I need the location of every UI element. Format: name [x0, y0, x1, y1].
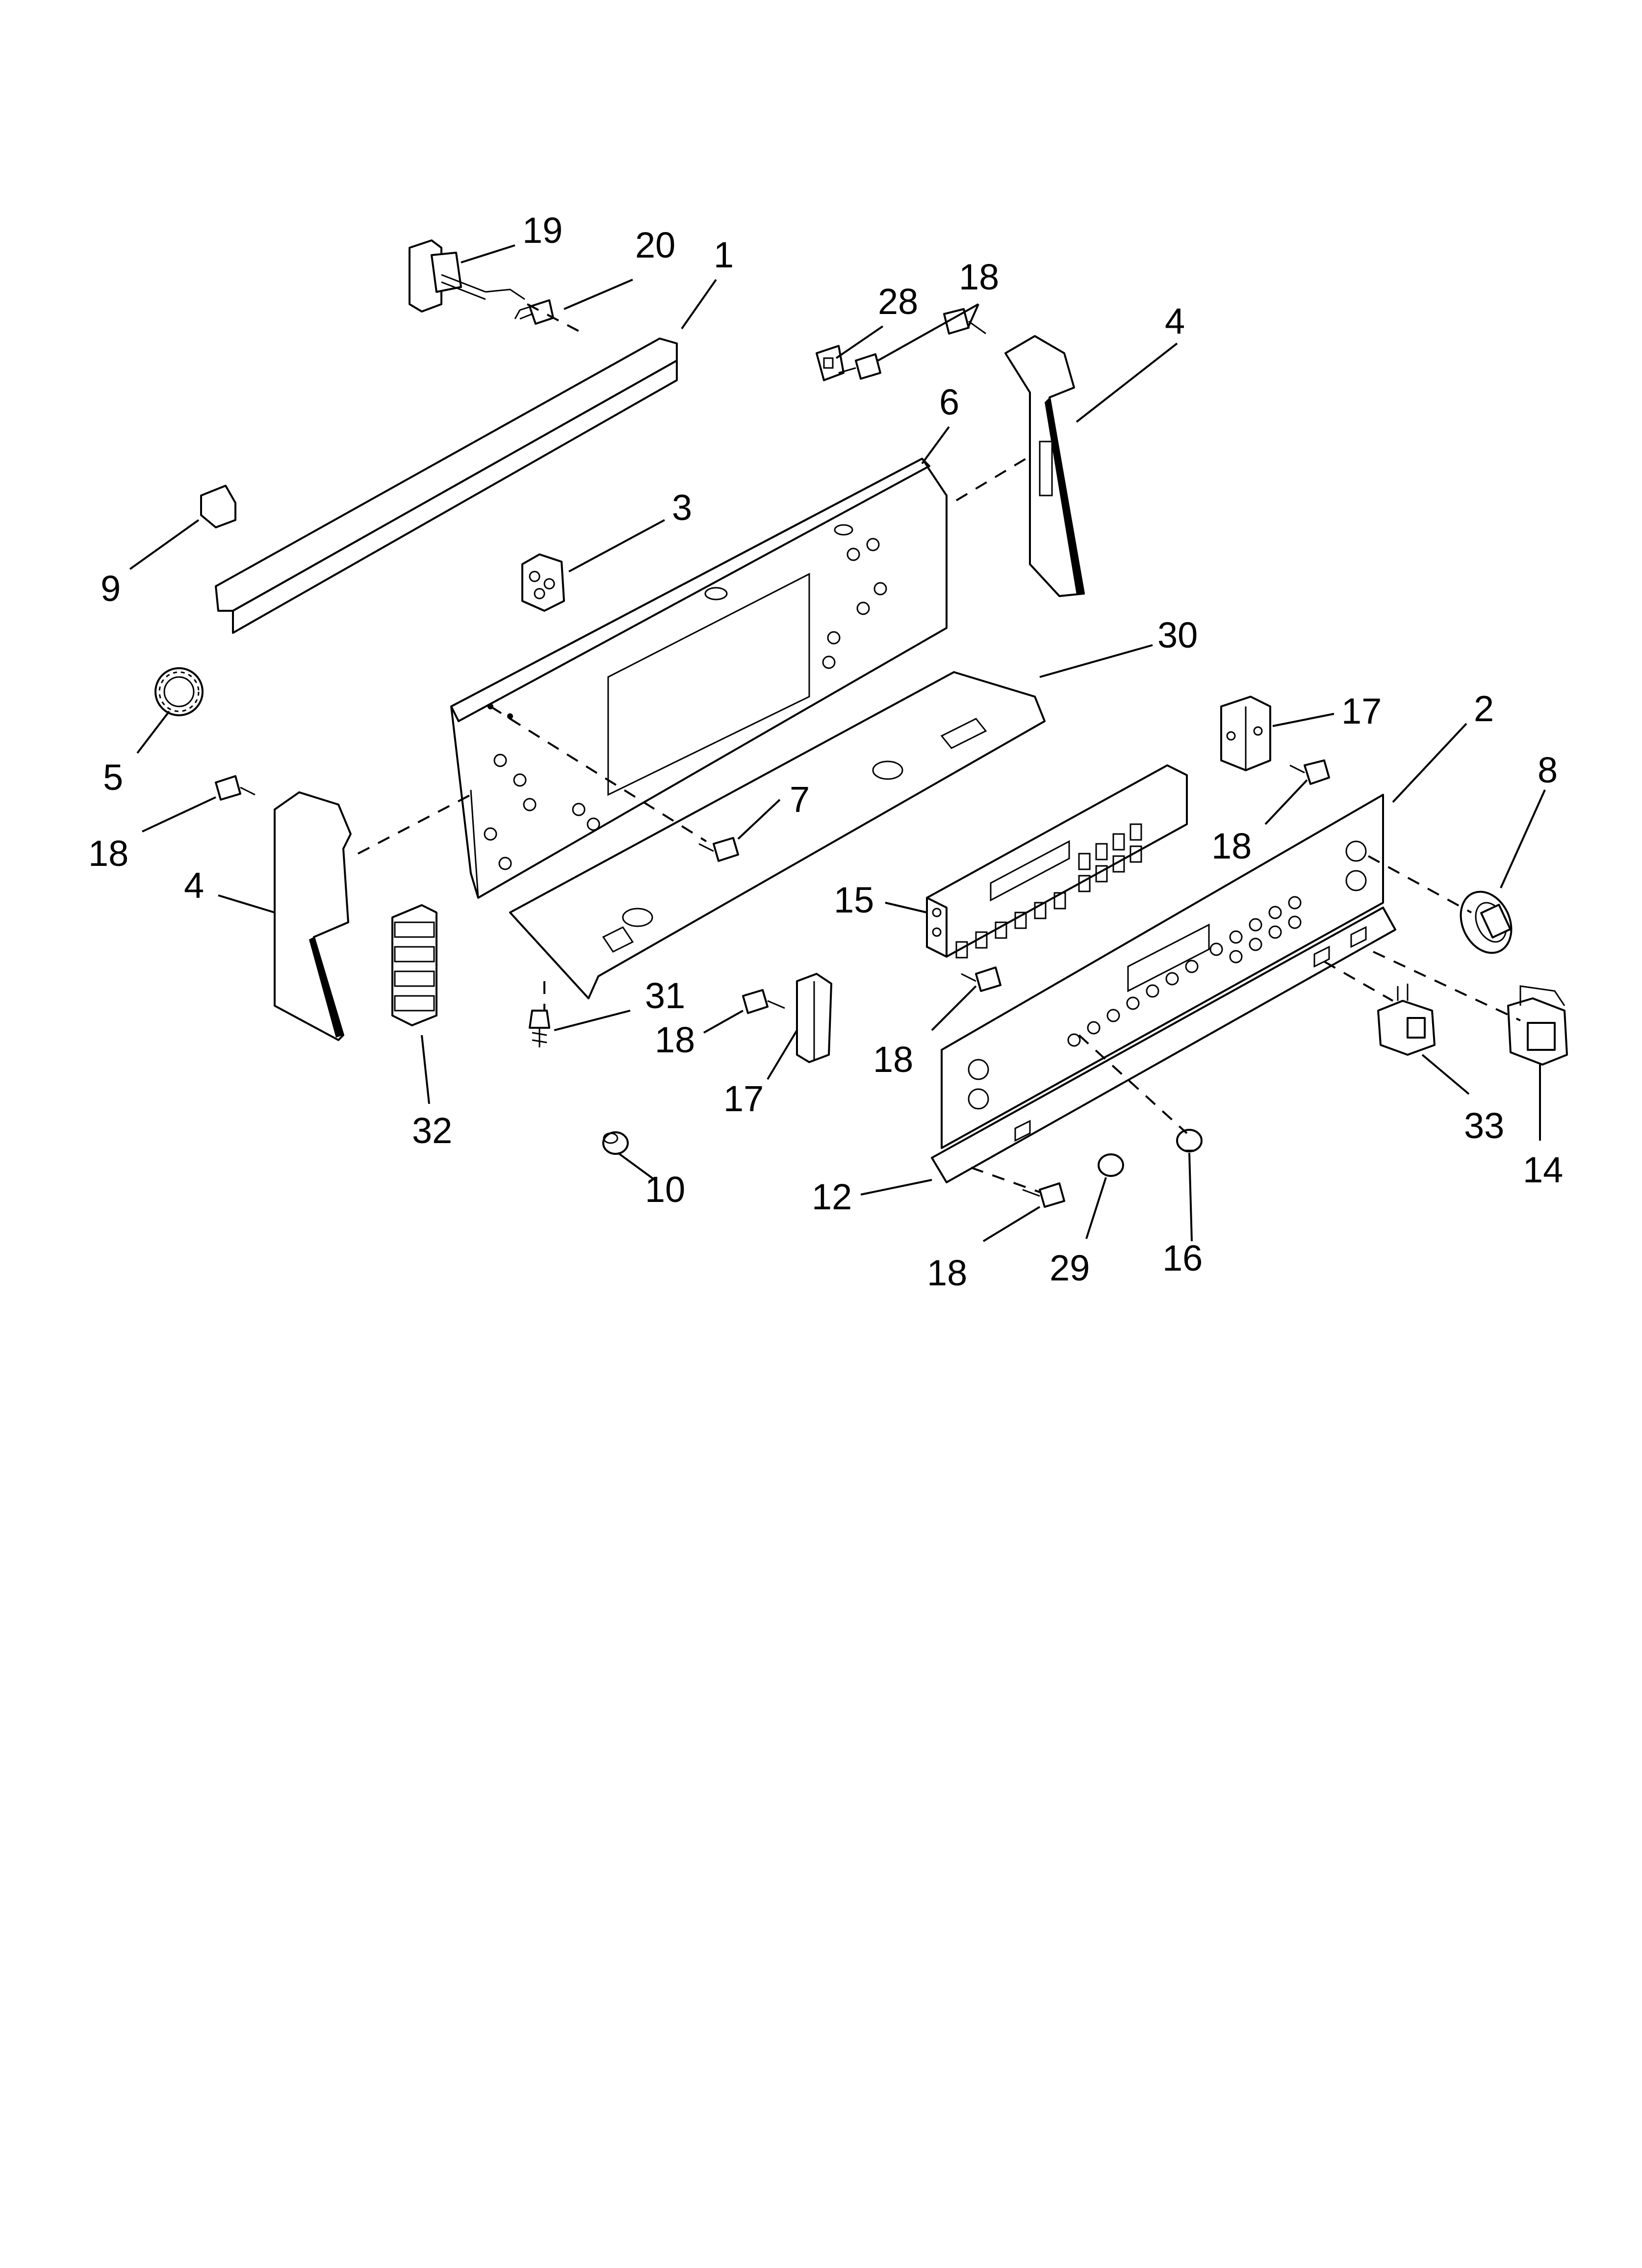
part-33-switch — [1377, 984, 1436, 1056]
callout-5: 5 — [103, 757, 123, 798]
part-6-panel-frame — [450, 458, 948, 899]
callout-labels: 19 20 1 18 28 4 6 3 9 30 17 2 8 5 7 18 1… — [88, 210, 1563, 1293]
callout-7: 7 — [790, 779, 810, 820]
callout-2: 2 — [1474, 688, 1494, 729]
part-16-button — [1176, 1129, 1203, 1152]
part-18-screw-board — [961, 966, 1001, 992]
part-18-screw-bottom — [1022, 1182, 1065, 1208]
part-5-gear — [154, 667, 204, 716]
callout-6: 6 — [939, 382, 959, 422]
part-29-button — [1098, 1153, 1124, 1177]
part-4-end-cap-right — [1004, 335, 1085, 597]
callout-18: 18 — [1211, 826, 1252, 866]
part-18-screw-left — [215, 775, 256, 801]
leader-lines — [129, 244, 1546, 1242]
part-4-end-cap-left — [274, 791, 352, 1041]
part-18-screw-top-2 — [943, 308, 986, 335]
part-28-clip — [816, 345, 845, 381]
part-1-trim-strip — [215, 338, 678, 634]
callout-33: 33 — [1464, 1105, 1504, 1146]
part-20-screw — [514, 299, 554, 325]
callout-28: 28 — [878, 281, 918, 322]
callout-20: 20 — [635, 225, 675, 265]
callout-4: 4 — [1165, 301, 1185, 341]
callout-19: 19 — [522, 210, 563, 251]
callout-17: 17 — [723, 1078, 764, 1119]
part-15-control-board — [926, 764, 1188, 959]
callout-4: 4 — [184, 865, 204, 906]
callout-18: 18 — [959, 257, 999, 297]
part-32-terminal-block — [391, 904, 437, 1026]
callout-3: 3 — [672, 487, 692, 528]
part-10-button — [602, 1131, 629, 1155]
callout-17: 17 — [1341, 691, 1382, 731]
callout-8: 8 — [1538, 750, 1558, 790]
part-3-switch-block — [521, 553, 565, 612]
assembly-lines — [358, 303, 1521, 1193]
callout-1: 1 — [714, 235, 734, 275]
callout-16: 16 — [1162, 1238, 1203, 1278]
part-17-bracket-top — [1220, 696, 1271, 771]
callout-12: 12 — [812, 1176, 852, 1217]
callout-18: 18 — [927, 1252, 967, 1293]
callout-29: 29 — [1050, 1248, 1090, 1288]
callout-18: 18 — [88, 833, 128, 874]
part-31-screw — [529, 1010, 550, 1047]
part-9-clip — [200, 485, 236, 528]
callout-14: 14 — [1523, 1149, 1563, 1190]
part-2-control-panel — [941, 794, 1384, 1149]
callout-31: 31 — [645, 975, 685, 1016]
callout-30: 30 — [1157, 615, 1198, 655]
part-12-bottom-trim — [931, 907, 1396, 1183]
part-14-receptacle — [1507, 985, 1568, 1066]
callout-18: 18 — [655, 1019, 695, 1060]
callout-15: 15 — [834, 880, 874, 920]
callout-10: 10 — [645, 1169, 685, 1210]
callout-18: 18 — [873, 1039, 913, 1080]
part-18-screw-right — [1289, 759, 1330, 785]
callout-9: 9 — [101, 568, 121, 609]
part-7-screw — [698, 837, 739, 862]
callout-32: 32 — [412, 1110, 452, 1151]
part-30-shield-plate — [509, 671, 1046, 999]
part-18-screw-top-1 — [838, 353, 881, 380]
part-8-knob — [1460, 890, 1513, 954]
part-17-bracket-mid — [796, 973, 832, 1063]
part-19-switch — [409, 239, 525, 313]
part-18-screw-mid — [742, 989, 785, 1014]
